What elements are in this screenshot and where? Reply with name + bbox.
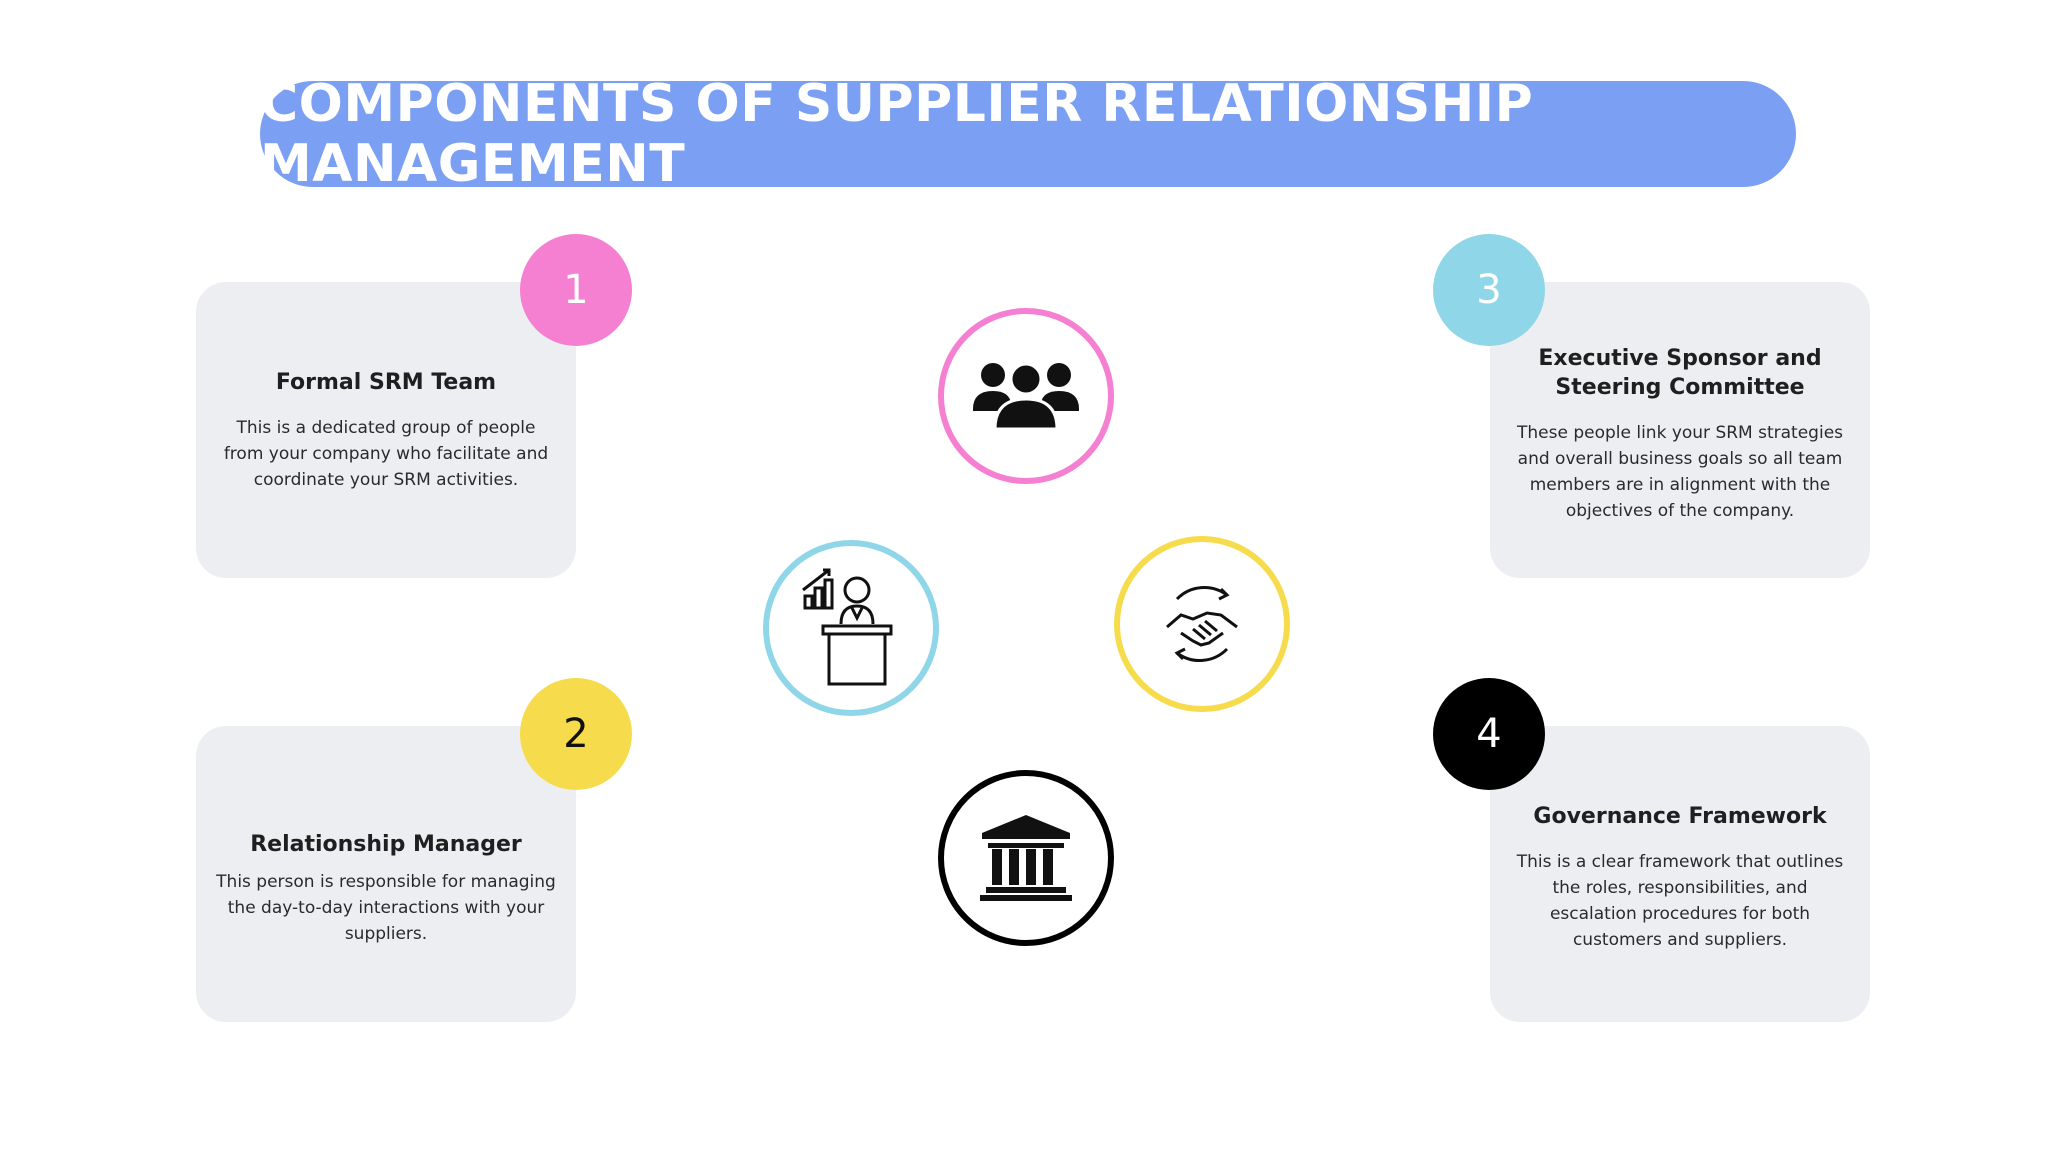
institution-ring	[938, 770, 1114, 946]
card-heading: Governance Framework	[1533, 804, 1827, 829]
component-card-1: Formal SRM Team This is a dedicated grou…	[196, 282, 576, 578]
component-card-2: Relationship Manager This person is resp…	[196, 726, 576, 1022]
presenter-icon	[802, 568, 893, 686]
card-heading: Relationship Manager	[250, 832, 522, 857]
component-card-3: Executive Sponsor and Steering Committee…	[1490, 282, 1870, 578]
team-icon	[973, 362, 1079, 431]
step-number-badge: 2	[520, 678, 632, 790]
institution-icon	[980, 815, 1072, 901]
card-description: These people link your SRM strategies an…	[1516, 423, 1844, 521]
handshake-icon	[1166, 585, 1238, 663]
card-description: This is a clear framework that outlines …	[1516, 852, 1844, 950]
card-heading: Formal SRM Team	[275, 370, 497, 395]
page-title: COMPONENTS OF SUPPLIER RELATIONSHIP MANA…	[260, 74, 1534, 194]
team-ring	[938, 308, 1114, 484]
presenter-ring	[763, 540, 939, 716]
card-description: This is a dedicated group of people from…	[223, 418, 549, 490]
component-card-4: Governance Framework This is a clear fra…	[1490, 726, 1870, 1022]
card-description: This person is responsible for managing …	[216, 872, 556, 944]
card-heading: Executive Sponsor and Steering Committee	[1538, 346, 1822, 400]
step-number-badge: 3	[1433, 234, 1545, 346]
handshake-ring	[1114, 536, 1290, 712]
title-banner: COMPONENTS OF SUPPLIER RELATIONSHIP MANA…	[260, 74, 1796, 194]
step-number-badge: 4	[1433, 678, 1545, 790]
step-number-badge: 1	[520, 234, 632, 346]
